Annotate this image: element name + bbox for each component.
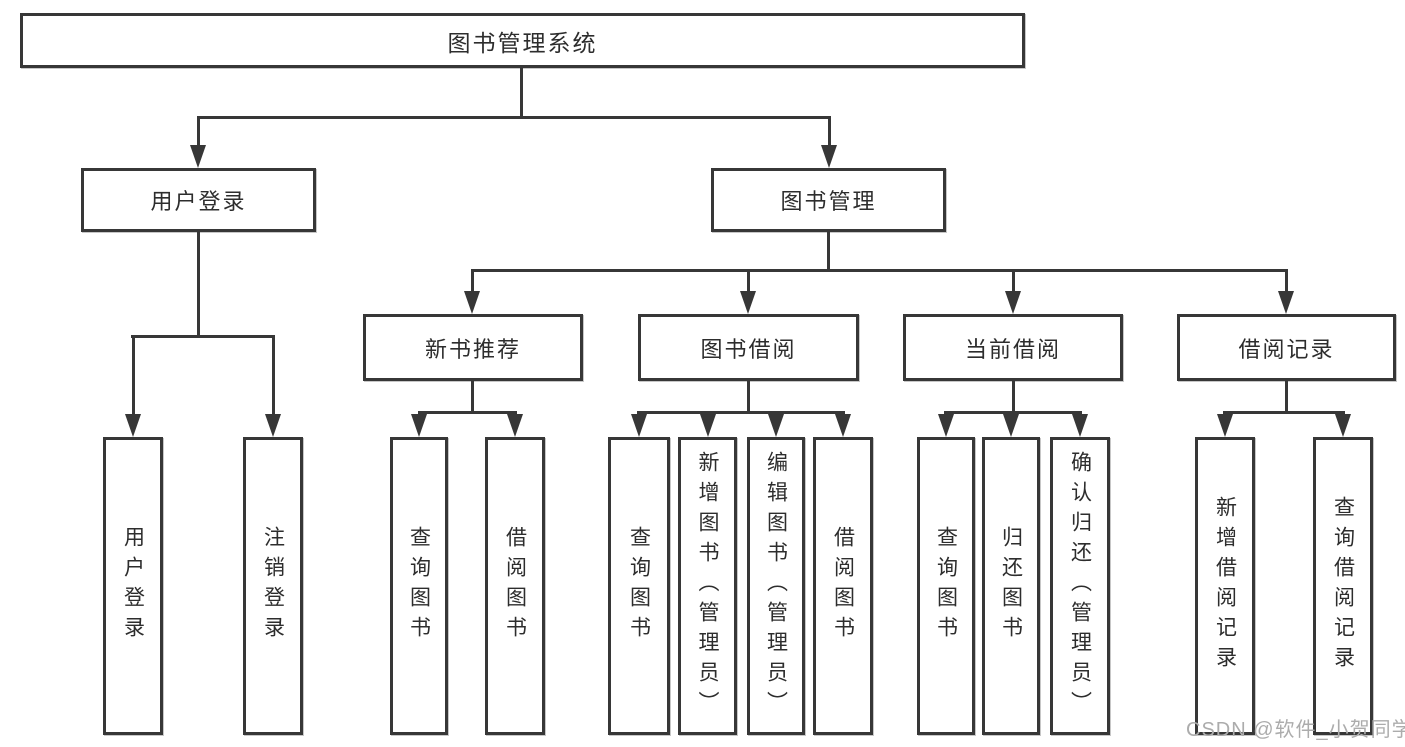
csdn-watermark: CSDN @软件_小贺同学 bbox=[1186, 719, 1405, 741]
arrowhead-down-icon bbox=[411, 414, 427, 437]
node-label: 借阅图书 bbox=[503, 526, 527, 646]
arrowhead-down-icon bbox=[700, 414, 716, 437]
arrowhead-down-icon bbox=[265, 414, 281, 437]
node-user-login: 用户登录 bbox=[81, 168, 316, 232]
node-book-management: 图书管理 bbox=[711, 168, 946, 232]
leaf-borrow-books-recommend: 借阅图书 bbox=[485, 437, 545, 735]
node-label: 当前借阅 bbox=[964, 336, 1061, 362]
arrowhead-down-icon bbox=[1005, 291, 1021, 314]
node-label: 归还图书 bbox=[999, 526, 1023, 646]
connector-line bbox=[747, 381, 750, 413]
leaf-add-books-admin: 新增图书（管理员） bbox=[678, 437, 737, 735]
connector-line bbox=[272, 337, 275, 417]
leaf-user-login: 用户登录 bbox=[103, 437, 163, 735]
connector-line bbox=[1012, 270, 1015, 294]
arrowhead-down-icon bbox=[821, 145, 837, 168]
connector-line bbox=[471, 270, 474, 294]
connector-line bbox=[197, 116, 831, 119]
node-label: 查询图书 bbox=[407, 526, 431, 646]
node-label: 确认归还（管理员） bbox=[1068, 451, 1092, 721]
arrowhead-down-icon bbox=[1072, 414, 1088, 437]
connector-line bbox=[132, 337, 135, 417]
leaf-borrow-books: 借阅图书 bbox=[813, 437, 873, 735]
connector-line bbox=[1285, 270, 1288, 294]
node-book-borrowing: 图书借阅 bbox=[638, 314, 859, 381]
leaf-query-books-borrowing: 查询图书 bbox=[608, 437, 670, 735]
node-borrowing-records: 借阅记录 bbox=[1177, 314, 1396, 381]
connector-line bbox=[197, 117, 200, 151]
arrowhead-down-icon bbox=[938, 414, 954, 437]
arrowhead-down-icon bbox=[768, 414, 784, 437]
connector-line bbox=[197, 232, 200, 337]
node-label: 注销登录 bbox=[261, 526, 285, 646]
arrowhead-down-icon bbox=[507, 414, 523, 437]
node-label: 新增借阅记录 bbox=[1213, 496, 1237, 676]
connector-line bbox=[418, 411, 517, 414]
leaf-edit-books-admin: 编辑图书（管理员） bbox=[747, 437, 805, 735]
leaf-confirm-return-admin: 确认归还（管理员） bbox=[1050, 437, 1110, 735]
arrowhead-down-icon bbox=[190, 145, 206, 168]
node-label: 借阅记录 bbox=[1238, 336, 1335, 362]
leaf-logout: 注销登录 bbox=[243, 437, 303, 735]
connector-line bbox=[471, 381, 474, 413]
node-label: 新书推荐 bbox=[424, 336, 521, 362]
node-library-management-system: 图书管理系统 bbox=[20, 13, 1025, 68]
connector-line bbox=[1223, 411, 1345, 414]
leaf-return-books: 归还图书 bbox=[982, 437, 1040, 735]
leaf-query-books-recommend: 查询图书 bbox=[390, 437, 448, 735]
arrowhead-down-icon bbox=[835, 414, 851, 437]
arrowhead-down-icon bbox=[1217, 414, 1233, 437]
node-label: 查询图书 bbox=[627, 526, 651, 646]
node-current-borrowing: 当前借阅 bbox=[903, 314, 1123, 381]
node-label: 图书管理系统 bbox=[447, 29, 598, 56]
arrowhead-down-icon bbox=[464, 291, 480, 314]
node-label: 查询图书 bbox=[934, 526, 958, 646]
connector-line bbox=[828, 117, 831, 151]
leaf-add-borrow-record: 新增借阅记录 bbox=[1195, 437, 1255, 735]
node-label: 新增图书（管理员） bbox=[696, 451, 719, 721]
arrowhead-down-icon bbox=[631, 414, 647, 437]
node-label: 编辑图书（管理员） bbox=[764, 451, 788, 721]
arrowhead-down-icon bbox=[740, 291, 756, 314]
connector-line bbox=[1285, 381, 1288, 413]
connector-line bbox=[637, 411, 845, 414]
node-label: 借阅图书 bbox=[831, 526, 855, 646]
node-label: 用户登录 bbox=[150, 189, 247, 214]
connector-line bbox=[827, 232, 830, 270]
connector-line bbox=[944, 411, 1082, 414]
node-label: 用户登录 bbox=[121, 526, 145, 646]
connector-line bbox=[131, 335, 275, 338]
arrowhead-down-icon bbox=[125, 414, 141, 437]
connector-line bbox=[471, 269, 1288, 272]
node-label: 图书管理 bbox=[780, 189, 877, 214]
arrowhead-down-icon bbox=[1335, 414, 1351, 437]
node-label: 查询借阅记录 bbox=[1331, 496, 1355, 676]
connector-line bbox=[1012, 381, 1015, 413]
arrowhead-down-icon bbox=[1003, 414, 1019, 437]
node-label: 图书借阅 bbox=[700, 336, 797, 362]
arrowhead-down-icon bbox=[1278, 291, 1294, 314]
leaf-query-borrow-record: 查询借阅记录 bbox=[1313, 437, 1373, 735]
node-new-book-recommend: 新书推荐 bbox=[363, 314, 583, 381]
connector-line bbox=[747, 270, 750, 294]
connector-line bbox=[520, 68, 523, 117]
leaf-query-books-current: 查询图书 bbox=[917, 437, 975, 735]
